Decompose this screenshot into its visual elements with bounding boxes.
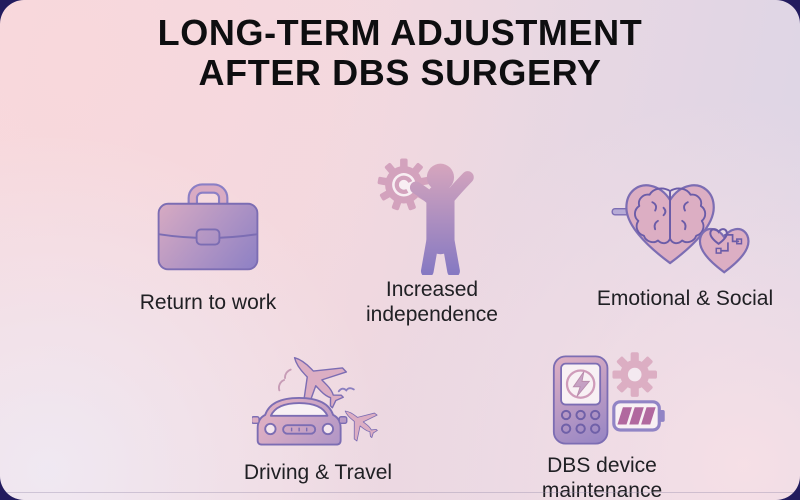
motion-marks bbox=[278, 368, 292, 392]
lightning-bolt bbox=[572, 371, 591, 397]
stimulator-battery-gear-icon bbox=[472, 350, 732, 450]
bolt-circle bbox=[565, 369, 596, 399]
briefcase-handle bbox=[189, 185, 227, 207]
circuit-heart-glyph bbox=[710, 229, 743, 254]
person-glyph bbox=[409, 163, 474, 275]
battery-glyph bbox=[612, 400, 665, 432]
label-line: Increased bbox=[385, 278, 479, 301]
item-label: Emotional & Social bbox=[555, 287, 800, 312]
small-airplane bbox=[344, 410, 378, 442]
item-label: Return to work bbox=[78, 291, 338, 316]
gear-glyph bbox=[612, 352, 657, 397]
car-airplanes-icon bbox=[188, 344, 448, 448]
grille-slats bbox=[290, 427, 308, 432]
brain-glyph bbox=[634, 187, 707, 245]
headlight-left bbox=[264, 422, 277, 436]
label-line: Driving & Travel bbox=[243, 461, 393, 484]
hearts-brain-icon-svg bbox=[611, 163, 760, 275]
headlight-right bbox=[321, 422, 335, 436]
person-raising-arms-gear-icon bbox=[302, 147, 562, 275]
item-label: Driving & Travel bbox=[188, 461, 448, 486]
large-airplane bbox=[293, 357, 348, 411]
item-label: DBS device maintenance bbox=[472, 454, 732, 500]
car-glyph bbox=[252, 396, 348, 446]
item-driving-travel: Driving & Travel bbox=[188, 344, 448, 486]
briefcase-icon-svg bbox=[157, 183, 259, 271]
item-label: Increased independence bbox=[302, 278, 562, 328]
hearts-brain-icon bbox=[555, 165, 800, 275]
title-line-2: AFTER DBS SURGERY bbox=[198, 52, 602, 94]
mirror-right bbox=[338, 416, 348, 425]
mirror-left bbox=[252, 416, 260, 425]
briefcase-icon bbox=[78, 179, 338, 275]
item-dbs-device-maintenance: DBS device maintenance bbox=[472, 350, 732, 500]
label-line: maintenance bbox=[541, 478, 663, 500]
bottom-edge-line bbox=[0, 492, 800, 493]
briefcase-clasp bbox=[195, 228, 221, 246]
item-emotional-social: Emotional & Social bbox=[555, 165, 800, 312]
bird-glyph bbox=[337, 387, 355, 393]
device-icon-svg bbox=[552, 352, 665, 445]
person-gear-icon-svg bbox=[377, 158, 474, 275]
item-return-to-work: Return to work bbox=[78, 179, 338, 316]
car-airplanes-icon-svg bbox=[252, 357, 378, 446]
page-title: LONG-TERM ADJUSTMENT AFTER DBS SURGERY bbox=[0, 12, 800, 94]
title-line-1: LONG-TERM ADJUSTMENT bbox=[157, 12, 643, 53]
stimulator-buttons bbox=[560, 409, 601, 434]
grille bbox=[282, 424, 317, 435]
label-line: Emotional & Social bbox=[596, 287, 774, 310]
label-line: Return to work bbox=[139, 291, 277, 314]
windshield bbox=[269, 402, 329, 417]
label-line: DBS device bbox=[547, 454, 657, 477]
item-increased-independence: Increased independence bbox=[302, 147, 562, 328]
label-line: independence bbox=[366, 302, 498, 326]
